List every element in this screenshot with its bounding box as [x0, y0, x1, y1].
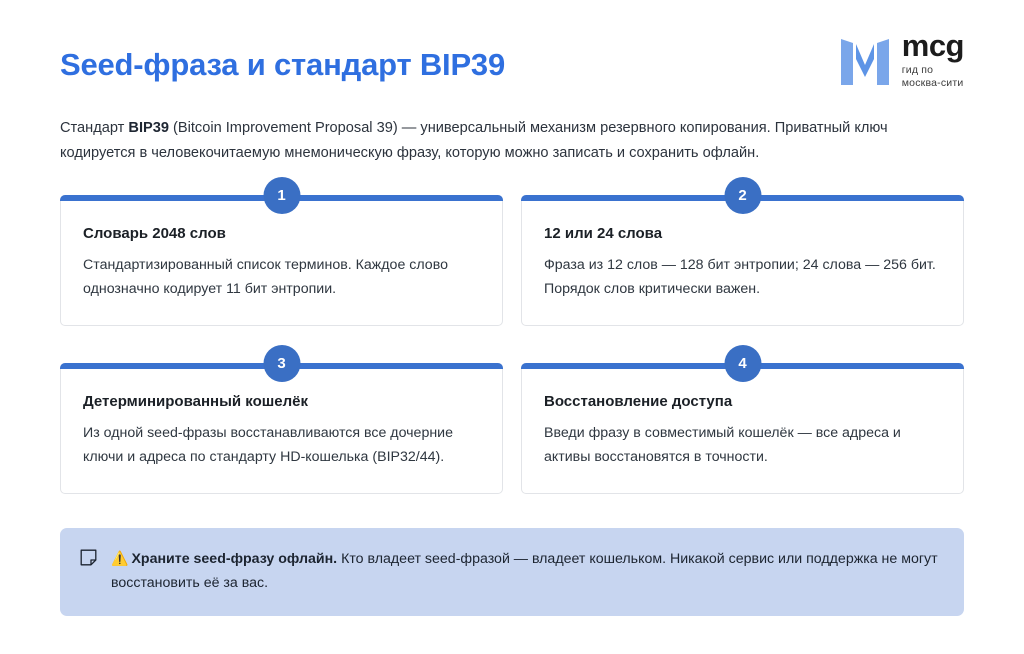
logo-tagline-line2: москва-сити — [901, 76, 964, 89]
callout-bold-lead: Храните seed-фразу офлайн. — [131, 550, 338, 567]
cards-grid: 1 Словарь 2048 слов Стандартизированный … — [60, 176, 964, 494]
header: Seed-фраза и стандарт BIP39 mcg гид по м… — [60, 0, 965, 91]
card-number-badge: 3 — [263, 344, 300, 382]
card-text: Из одной seed-фразы восстанавливаются вс… — [83, 425, 453, 466]
card-number-badge: 4 — [724, 344, 761, 382]
card-text: Стандартизированный список терминов. Каж… — [83, 257, 448, 298]
callout-body: Кто владеет seed-фразой — владеет кошель… — [111, 550, 938, 592]
intro-suffix: (Bitcoin Improvement Proposal 39) — унив… — [60, 120, 888, 162]
sticky-note-icon — [80, 549, 97, 566]
logo-tagline-line1: гид по — [901, 63, 934, 76]
warning-icon: ⚠️ — [111, 549, 129, 566]
mcg-logo-mark-icon — [840, 39, 889, 86]
callout-text: ⚠️Храните seed-фразу офлайн. Кто владеет… — [111, 546, 940, 597]
intro-bold-term: BIP39 — [128, 120, 169, 137]
logo-tagline: гид по москва-сити — [902, 64, 964, 91]
card-1: 1 Словарь 2048 слов Стандартизированный … — [60, 176, 503, 326]
card-title: Восстановление доступа — [544, 392, 733, 410]
card-title: 12 или 24 слова — [544, 224, 663, 242]
logo: mcg гид по москва-сити — [839, 28, 965, 91]
logo-text: mcg гид по москва-сити — [901, 28, 965, 91]
logo-wordmark: mcg — [901, 28, 965, 63]
page-title: Seed-фраза и стандарт BIP39 — [60, 47, 506, 82]
intro-paragraph: Стандарт BIP39 (Bitcoin Improvement Prop… — [60, 116, 964, 166]
intro-prefix: Стандарт — [60, 120, 129, 137]
card-text: Фраза из 12 слов — 128 бит энтропии; 24 … — [544, 257, 936, 298]
warning-callout: ⚠️Храните seed-фразу офлайн. Кто владеет… — [60, 527, 964, 617]
card-4: 4 Восстановление доступа Введи фразу в с… — [521, 344, 964, 494]
card-title: Словарь 2048 слов — [83, 224, 226, 242]
card-3: 3 Детерминированный кошелёк Из одной see… — [60, 344, 503, 494]
card-2: 2 12 или 24 слова Фраза из 12 слов — 128… — [521, 176, 964, 326]
card-number-badge: 2 — [724, 176, 761, 214]
card-text: Введи фразу в совместимый кошелёк — все … — [544, 425, 901, 466]
card-number-badge: 1 — [263, 176, 300, 214]
card-title: Детерминированный кошелёк — [83, 392, 308, 410]
